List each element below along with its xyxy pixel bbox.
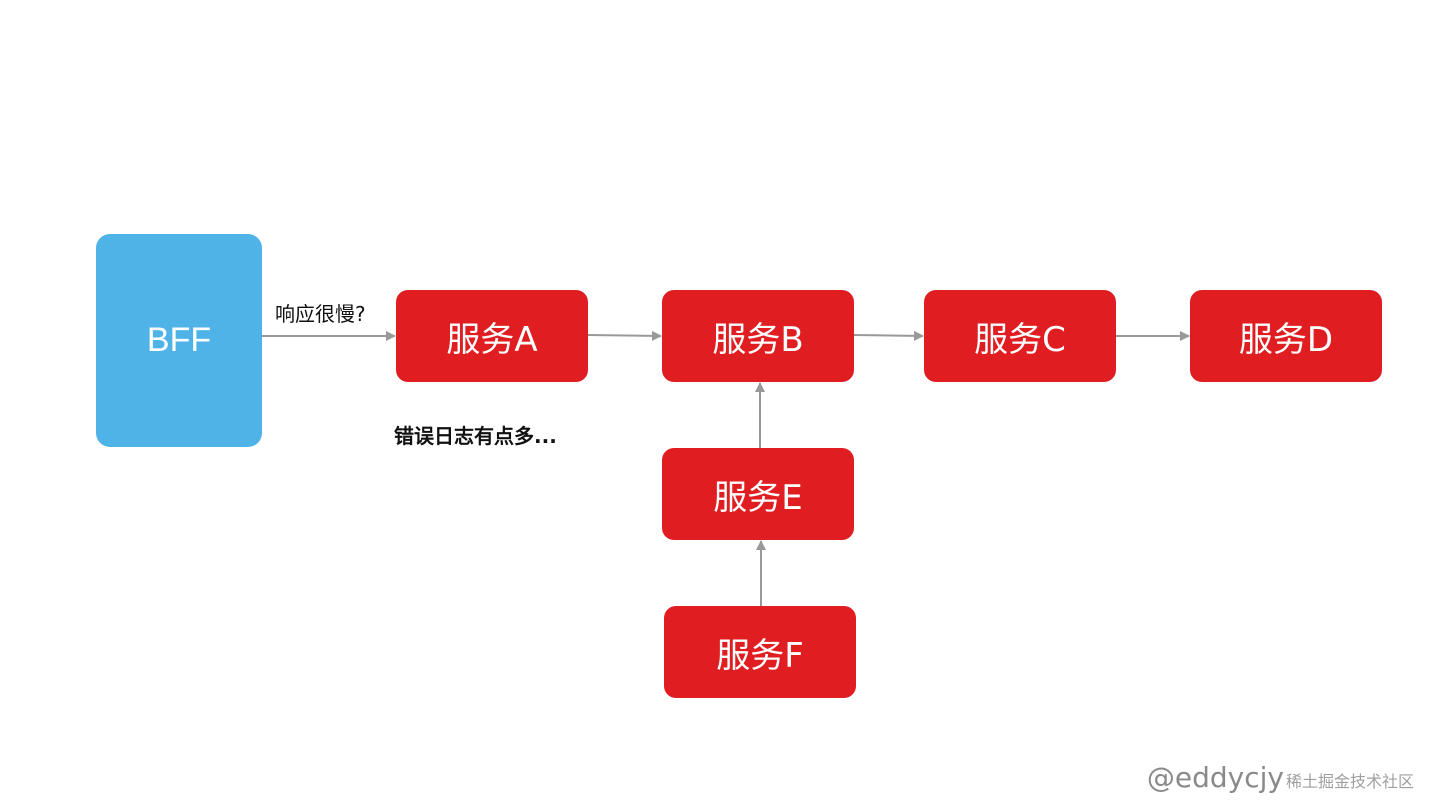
error-logs-label: 错误日志有点多...	[394, 424, 557, 448]
service-e-node: 服务E	[662, 448, 854, 540]
edge-service-b-to-service-c	[853, 330, 924, 341]
watermark-platform: 稀土掘金技术社区	[1285, 772, 1414, 791]
service-a-node: 服务A	[396, 290, 588, 382]
edge-service-a-to-service-b	[587, 330, 662, 341]
slow-response-label: 响应很慢?	[275, 302, 366, 326]
watermark-handle: @eddycjy	[1146, 761, 1284, 794]
service-b-node: 服务B	[662, 290, 854, 382]
service-f-node: 服务F	[664, 606, 856, 698]
service-c-node: 服务C	[924, 290, 1116, 382]
bff-node: BFF	[96, 234, 262, 447]
service-d-node: 服务D	[1190, 290, 1382, 382]
